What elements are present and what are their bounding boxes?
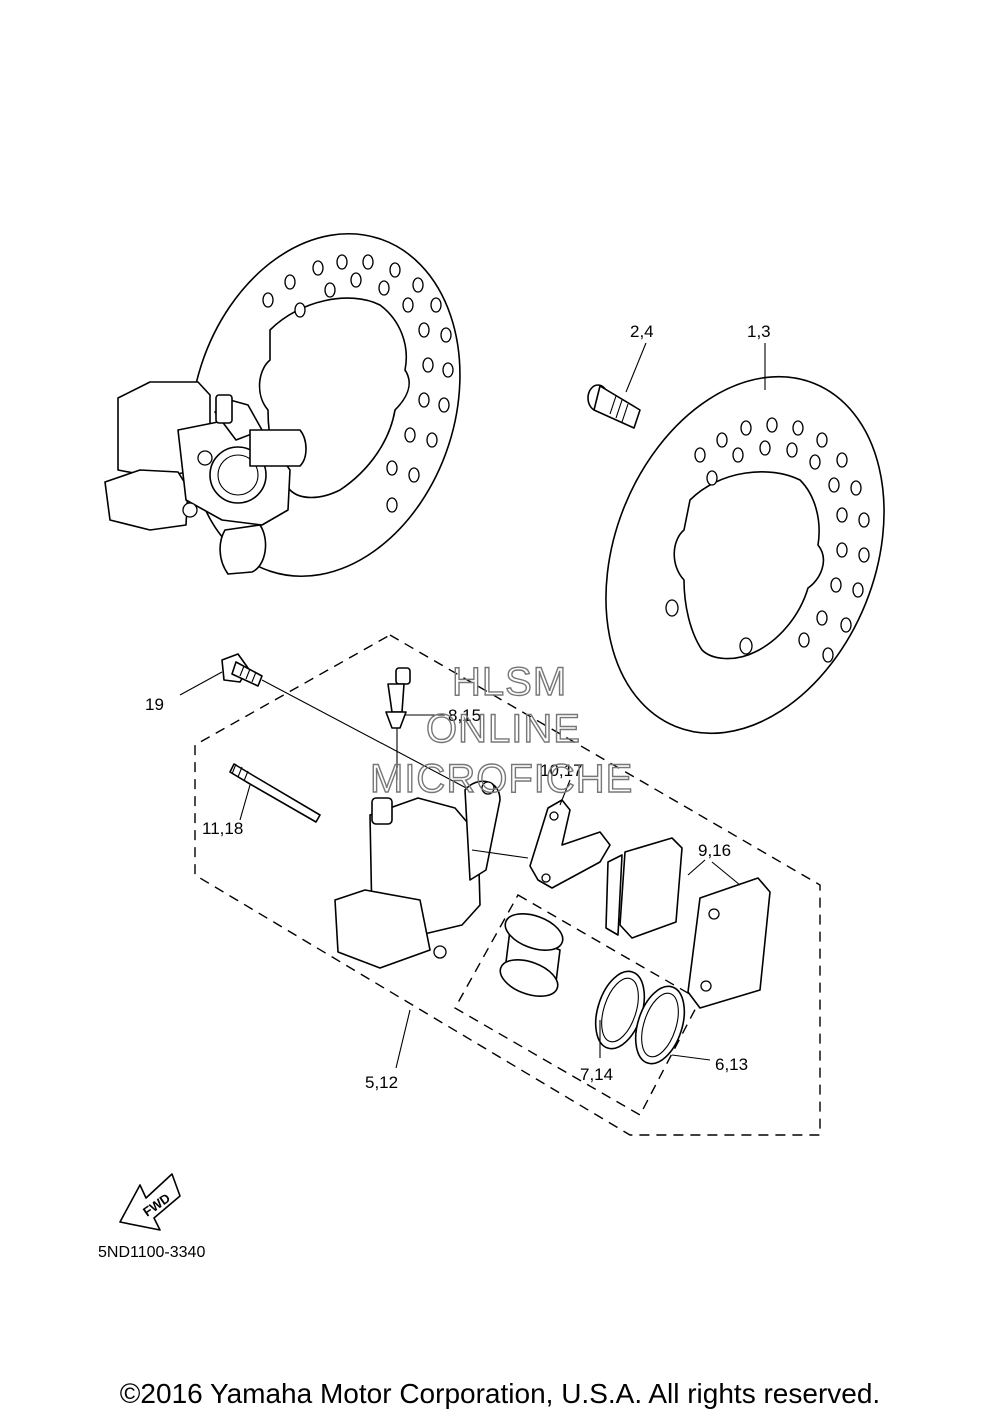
label-disc: 1,3	[747, 322, 771, 341]
brake-pads	[605, 837, 771, 1009]
label-pad-support: 10,17	[540, 761, 583, 780]
watermark-line1: HLSM	[452, 660, 567, 704]
label-caliper: 5,12	[365, 1073, 398, 1092]
leader-2-4	[625, 342, 647, 393]
disc-holes	[694, 417, 870, 663]
watermark-line2: ONLINE	[426, 707, 581, 751]
piston-seals	[594, 970, 686, 1065]
leader-19	[179, 671, 223, 696]
watermark: HLSM ONLINE MICROFICHE	[369, 659, 633, 801]
fwd-arrow-icon: FWD	[119, 1173, 181, 1231]
leader-9-16	[687, 859, 741, 886]
assembled-disc-holes	[262, 254, 454, 513]
brake-disc	[605, 375, 885, 735]
watermark-line3: MICROFICHE	[370, 757, 633, 801]
label-piston: 6,13	[715, 1055, 748, 1074]
caliper-pin	[229, 763, 321, 823]
pad-support	[529, 799, 611, 889]
caliper-piston	[499, 912, 564, 998]
disc-bolt	[587, 384, 641, 429]
diagram-code: 5ND1100-3340	[98, 1244, 205, 1261]
copyright-notice: ©2016 Yamaha Motor Corporation, U.S.A. A…	[119, 1378, 881, 1409]
label-pin: 11,18	[202, 819, 243, 838]
piston-seal-boundary	[454, 894, 701, 1116]
caliper-bolt	[221, 653, 471, 791]
leader-10-17	[559, 779, 571, 806]
label-disc-bolt: 2,4	[630, 322, 654, 341]
label-seal: 7,14	[580, 1065, 613, 1084]
caliper-assembly-boundary	[194, 634, 821, 1136]
caliper-body	[334, 780, 529, 1069]
leader-6-13	[671, 1054, 711, 1061]
bleed-screw	[385, 667, 411, 780]
label-pad-kit: 9,16	[698, 841, 731, 860]
leader-11-18	[239, 784, 251, 821]
assembled-brake-view	[104, 232, 461, 578]
label-caliper-bolt: 19	[145, 695, 164, 714]
label-bleed-screw: 8,15	[448, 706, 481, 725]
